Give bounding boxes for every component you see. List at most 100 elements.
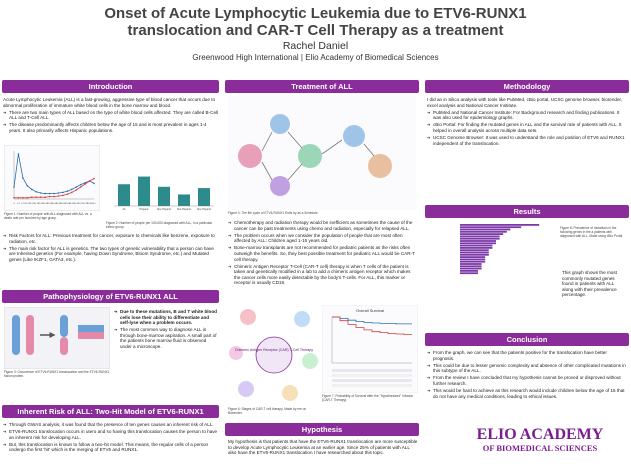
intro-bullet: Risk Factors for ALL: Previous treatment…	[3, 233, 219, 244]
poster-header: Onset of Acute Lymphocytic Leukemia due …	[0, 0, 631, 66]
stage-icon	[282, 385, 298, 401]
bar	[178, 194, 190, 206]
bar	[460, 224, 540, 226]
bar	[118, 184, 130, 206]
x-tick-label: 50-54	[60, 203, 66, 205]
stage-icon	[229, 346, 243, 360]
bar	[460, 235, 500, 238]
x-tick-label: 45-49	[56, 203, 62, 205]
x-tick-label: Non-Hispanic	[177, 208, 192, 211]
bar	[460, 267, 482, 270]
data-point	[39, 192, 42, 194]
bar	[460, 256, 486, 258]
chromosome-21	[26, 315, 34, 355]
intro-text: Acute Lymphocytic Leukemia (ALL) is a fa…	[3, 97, 219, 135]
treatment-text: Chemotherapy and radiation therapy would…	[228, 220, 418, 288]
data-point	[75, 189, 78, 191]
conclusion-bullet: From the review I have concluded that my…	[427, 375, 627, 386]
bar	[460, 258, 486, 261]
intro-bullet: The disease predominantly affects childr…	[3, 122, 219, 133]
fig6-cart-diagram: Chimeric Antigen Receptor (CAR) T-Cell T…	[229, 309, 318, 401]
data-point	[84, 183, 86, 185]
x-tick-label: <1	[13, 202, 16, 205]
cell-icon	[270, 176, 290, 196]
data-point	[62, 191, 64, 194]
stage-icon	[302, 353, 318, 369]
cell-icon	[270, 114, 290, 134]
conclusion-bullet: This could be due to lesser genomic comp…	[427, 363, 627, 374]
poster-title-line1: Onset of Acute Lymphocytic Leukemia due …	[104, 5, 527, 22]
data-point	[79, 186, 82, 188]
treatment-bullet: Bone-marrow transplants are not recommen…	[228, 245, 418, 262]
risk-table-row	[332, 374, 412, 377]
x-tick-label: 5-9	[21, 203, 25, 205]
methodology-bullet: PubMed and National Cancer Institute: Fo…	[427, 110, 627, 121]
x-tick-label: 20-24	[33, 203, 39, 205]
data-point	[17, 197, 20, 199]
data-point	[13, 186, 15, 188]
section-hypothesis: Hypothesis	[225, 423, 419, 436]
bar	[460, 242, 496, 245]
bar	[460, 249, 489, 252]
section-pathophysiology: Pathophysiology of ETV6-RUNX1 ALL	[2, 290, 219, 303]
bar	[138, 176, 150, 206]
data-point	[48, 195, 51, 198]
x-tick-label: 70-74	[78, 203, 84, 205]
cart-center	[255, 336, 293, 374]
inherent-bullet: But, this translocation is known to foll…	[3, 442, 219, 453]
section-conclusion: Conclusion	[425, 333, 629, 346]
bar	[460, 263, 482, 265]
data-point	[84, 182, 86, 184]
intro-bullet: The main risk factor for ALL is genetics…	[3, 246, 219, 263]
chromosome-12	[12, 315, 20, 355]
methodology-bullet: UCSC Genome Browser: It was used to unde…	[427, 135, 627, 146]
author-name: Rachel Daniel	[282, 40, 349, 52]
section-inherent-risk: Inherent Risk of ALL: Two-Hit Model of E…	[2, 405, 219, 418]
data-point	[79, 183, 82, 186]
section-introduction: Introduction	[2, 80, 219, 93]
cell-icon	[298, 144, 322, 168]
section-results: Results	[425, 205, 629, 218]
data-point	[66, 190, 69, 192]
bar	[460, 226, 522, 229]
intro-bullet: There are two main types of ALL based on…	[3, 110, 219, 121]
data-point	[53, 192, 55, 195]
risk-table-row	[332, 369, 412, 372]
bar	[460, 247, 493, 249]
survival-curve	[332, 316, 412, 335]
risk-table-row	[332, 384, 412, 387]
conclusion-bullet: From the graph, we can see that the pati…	[427, 350, 627, 361]
data-point	[70, 188, 73, 191]
methodology-text: I did an in Silico analysis with tools l…	[427, 97, 627, 148]
intro-p1: Acute Lymphocytic Leukemia (ALL) is a fa…	[3, 97, 216, 108]
data-point	[22, 197, 24, 199]
bar	[460, 233, 504, 235]
x-tick-label: 10-14	[25, 203, 31, 205]
fused-chromosome-b	[60, 337, 68, 355]
data-point	[88, 180, 91, 182]
survival-curve	[332, 316, 412, 325]
fig6-caption: Figure 6: Stages of CAR-T cell therapy. …	[228, 407, 307, 415]
data-point	[57, 192, 60, 194]
data-point	[26, 197, 29, 199]
fig7-caption: Figure 7: Probability of Survival after …	[322, 394, 414, 402]
section-treatment: Treatment of ALL	[225, 80, 419, 93]
affiliation: Greenwood High International | Elio Acad…	[192, 53, 439, 62]
inherent-bullet: Through GWAS analysis, it was found that…	[3, 422, 219, 428]
x-tick-label: 80-84	[87, 203, 93, 205]
bar	[460, 265, 482, 268]
treatment-bullet: The problem occurs when we consider the …	[228, 233, 418, 244]
data-point	[35, 191, 38, 193]
fig1-bg	[4, 145, 100, 211]
data-point	[66, 193, 69, 195]
inherent-text: Through GWAS analysis, it was found that…	[3, 422, 219, 454]
bar	[460, 230, 507, 233]
data-point	[62, 194, 64, 197]
x-tick-label: 55-59	[65, 203, 71, 205]
results-text: This graph shows the most commonly mutat…	[562, 270, 617, 298]
data-point	[44, 196, 46, 198]
bar	[460, 253, 489, 256]
fig4-lifecycle-diagram	[228, 96, 416, 210]
fig7-survival-chart: Overall Survival	[322, 305, 418, 393]
